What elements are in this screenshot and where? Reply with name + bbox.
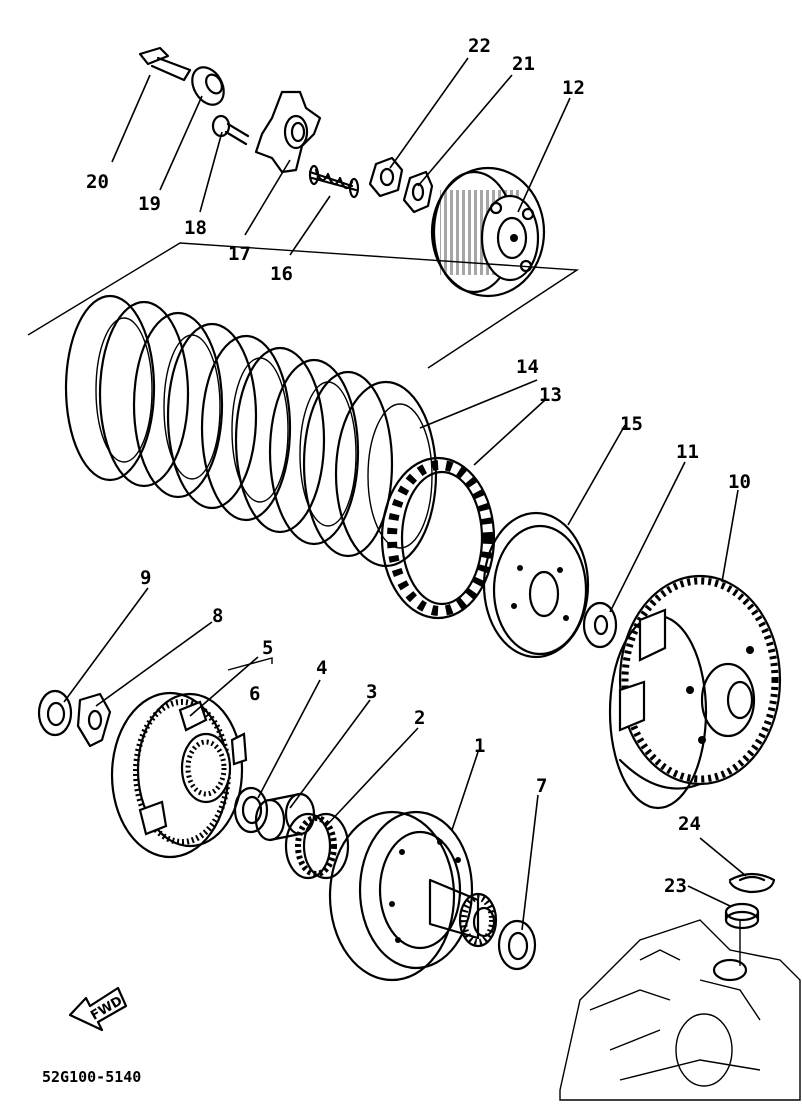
callout-21: 21: [512, 53, 535, 75]
callout-9: 9: [140, 567, 151, 589]
fwd-arrow-icon: FWD: [68, 986, 128, 1032]
callout-22: 22: [468, 35, 491, 57]
part-2-needle-bearing: [284, 812, 350, 880]
part-4-washer: [233, 786, 269, 834]
callout-16: 16: [270, 263, 293, 285]
leader-lines: [63, 57, 747, 931]
part-8-lock-plate: [76, 692, 112, 748]
part-17-pressure-plate: [254, 90, 322, 174]
part-15-pressure-plate: [482, 511, 590, 659]
callout-1: 1: [474, 735, 485, 757]
part-1-primary-driven-gear: [328, 810, 498, 982]
callout-19: 19: [138, 193, 161, 215]
part-23-plug: [724, 902, 760, 930]
part-19-bearing: [191, 66, 225, 106]
clutch-plate-stack: [64, 294, 438, 568]
part-21-lock-washer: [402, 170, 434, 214]
part-20-pushrod-bolt: [138, 46, 192, 82]
callout-3: 3: [366, 681, 377, 703]
part-22-nut: [368, 156, 404, 198]
part-11-thrust-washer: [582, 601, 618, 649]
part-9-washer: [37, 689, 73, 737]
callout-17: 17: [228, 243, 251, 265]
part-13-friction-plate: [380, 456, 496, 620]
callout-labels: 1 2 3 4 5 6 7 8 9 10 11 12 13 14 15 16 1…: [86, 35, 751, 897]
callout-7: 7: [536, 775, 547, 797]
part-6-clutch-carrier: [110, 691, 248, 859]
callout-11: 11: [676, 441, 699, 463]
plate-group-bracket: [27, 242, 580, 369]
callout-23: 23: [664, 875, 687, 897]
callout-12: 12: [562, 77, 585, 99]
callout-2: 2: [414, 707, 425, 729]
callout-15: 15: [620, 413, 643, 435]
bracket-5: [227, 657, 273, 671]
callout-6: 6: [249, 683, 260, 705]
part-12-clutch-boss: [430, 166, 546, 298]
part-16-clutch-spring: [308, 164, 360, 199]
callout-4: 4: [316, 657, 327, 679]
callout-13: 13: [539, 384, 562, 406]
callout-10: 10: [728, 471, 751, 493]
crankcase: [559, 919, 801, 1101]
part-number-code: 52G100-5140: [42, 1068, 141, 1086]
part-7-washer: [497, 919, 537, 971]
callout-14: 14: [516, 356, 539, 378]
part-24-circlip: [728, 872, 776, 894]
callout-24: 24: [678, 813, 701, 835]
callout-18: 18: [184, 217, 207, 239]
callout-20: 20: [86, 171, 109, 193]
part-10-clutch-housing: [608, 574, 782, 810]
callout-8: 8: [212, 605, 223, 627]
fwd-label: FWD: [88, 994, 125, 1024]
part-18-bolt: [211, 114, 250, 146]
callout-5: 5: [262, 637, 273, 659]
